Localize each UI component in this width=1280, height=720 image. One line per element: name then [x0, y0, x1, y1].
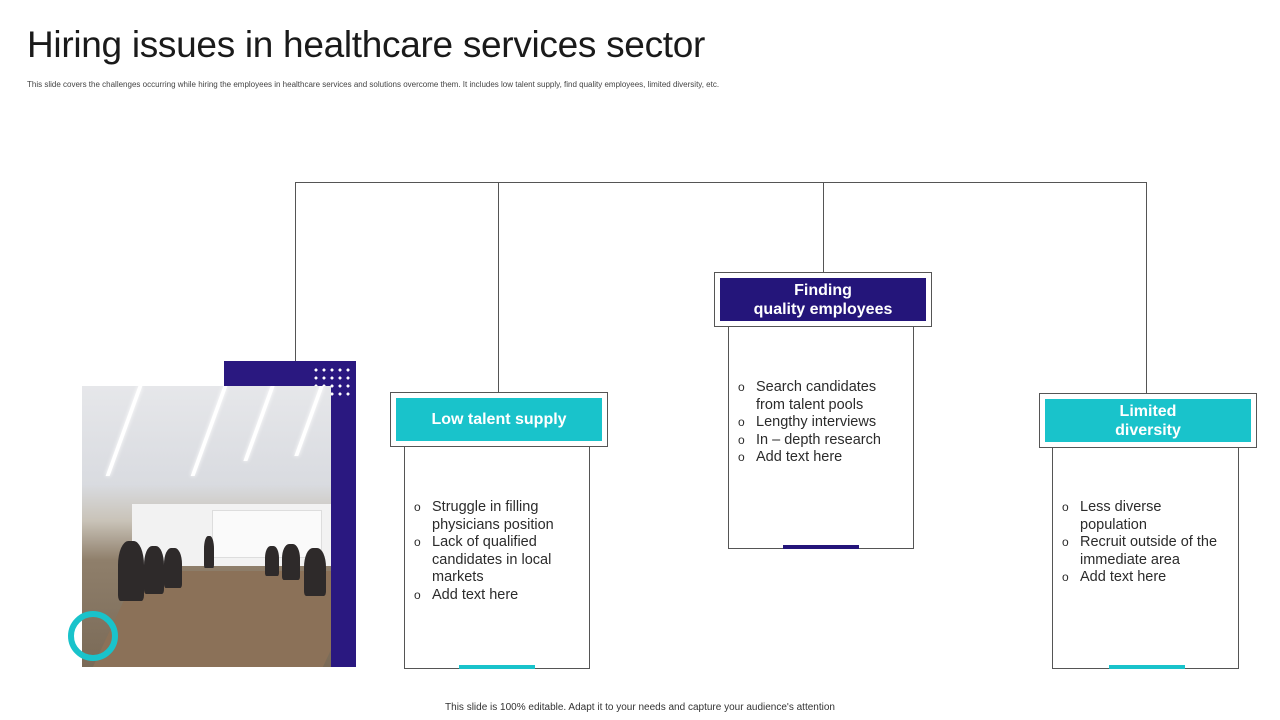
ring-decoration — [68, 611, 118, 661]
card-3-accent-bar — [1109, 665, 1185, 669]
card-1-accent-bar — [459, 665, 535, 669]
connector-card-2 — [823, 182, 824, 273]
heading-box-low-talent-supply: Low talent supply — [390, 392, 608, 447]
slide-subtitle: This slide covers the challenges occurri… — [27, 80, 720, 89]
connector-photo — [295, 182, 296, 361]
heading-low-talent-supply: Low talent supply — [396, 398, 602, 441]
meeting-room-photo — [82, 386, 331, 667]
connector-top — [295, 182, 1147, 183]
slide-title: Hiring issues in healthcare services sec… — [27, 24, 706, 65]
card-2-accent-bar — [783, 545, 859, 549]
connector-card-1 — [498, 182, 499, 393]
slide-footer: This slide is 100% editable. Adapt it to… — [445, 702, 835, 713]
connector-card-3 — [1146, 182, 1147, 394]
